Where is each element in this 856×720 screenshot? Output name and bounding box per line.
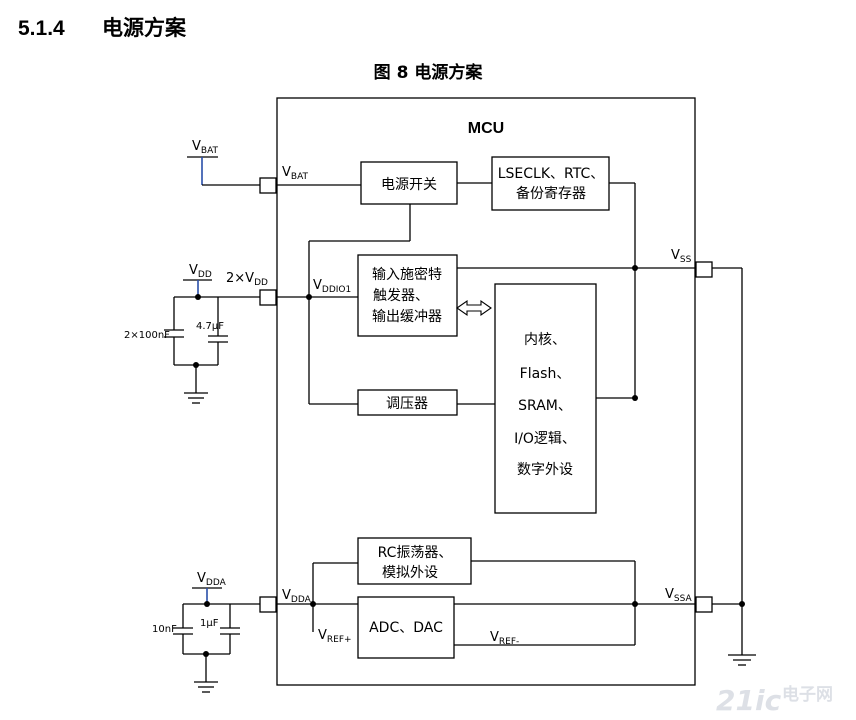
io-label-line2: 触发器、 xyxy=(373,288,429,304)
watermark-logo: 21ic 电子网 xyxy=(716,684,833,717)
core-label-line4: I/O逻辑、 xyxy=(514,431,576,447)
svg-text:电子网: 电子网 xyxy=(782,684,833,705)
section-number: 5.1.4 xyxy=(18,17,65,40)
vdda-supply-label: VDDA xyxy=(197,571,227,588)
svg-text:21ic: 21ic xyxy=(716,684,782,717)
pin-vdda xyxy=(259,596,277,613)
core-label-line2: Flash、 xyxy=(520,366,571,382)
core-label-line3: SRAM、 xyxy=(518,398,572,414)
rc-label-line1: RC振荡器、 xyxy=(378,545,453,561)
block-io-buffers xyxy=(357,254,458,337)
vssa-pin-label: VSSA xyxy=(665,587,692,604)
block-regulator xyxy=(357,389,458,416)
block-adc-dac xyxy=(357,596,455,659)
section-title: 电源方案 xyxy=(102,17,186,40)
core-label-line1: 内核、 xyxy=(524,332,566,348)
pin-vss xyxy=(695,261,713,278)
pin-vdd xyxy=(259,289,277,306)
cap-4u7-label: 4.7μF xyxy=(196,321,224,332)
figure-caption: 图 8 电源方案 xyxy=(373,63,483,83)
section-heading: 5.1.4 电源方案 xyxy=(18,12,186,42)
io-label-line1: 输入施密特 xyxy=(372,266,442,283)
core-label-line5: 数字外设 xyxy=(517,462,573,478)
vbat-supply-label: VBAT xyxy=(192,139,219,156)
pin-vssa xyxy=(695,596,713,613)
adc-label: ADC、DAC xyxy=(369,620,443,636)
vref-plus-label: VREF+ xyxy=(318,628,352,645)
regulator-label: 调压器 xyxy=(386,396,428,412)
pin-vbat xyxy=(259,177,277,194)
mcu-outline xyxy=(276,97,696,686)
mcu-label: MCU xyxy=(468,120,504,137)
cap-1u-label: 1μF xyxy=(200,618,219,629)
vss-pin-label: VSS xyxy=(671,248,692,265)
rc-label-line2: 模拟外设 xyxy=(382,565,438,581)
bidirectional-arrow-icon xyxy=(456,299,492,317)
cap-10nf-label: 10nF xyxy=(152,624,177,635)
vdd-supply-label: VDD xyxy=(189,263,212,280)
vbat-pin-label: VBAT xyxy=(282,165,309,182)
vdd-pin-label: 2×VDD xyxy=(226,271,268,288)
lse-label-line2: 备份寄存器 xyxy=(516,185,586,202)
io-label-line3: 输出缓冲器 xyxy=(372,309,442,325)
lse-label-line1: LSECLK、RTC、 xyxy=(498,166,605,182)
vddio-label: VDDIO1 xyxy=(313,278,351,295)
block-lse-rtc xyxy=(491,156,610,211)
cap-100nf-label: 2×100nF xyxy=(124,330,170,341)
vdda-pin-label: VDDA xyxy=(282,588,312,605)
vref-minus-label: VREF- xyxy=(490,630,519,647)
power-switch-label: 电源开关 xyxy=(381,177,437,193)
